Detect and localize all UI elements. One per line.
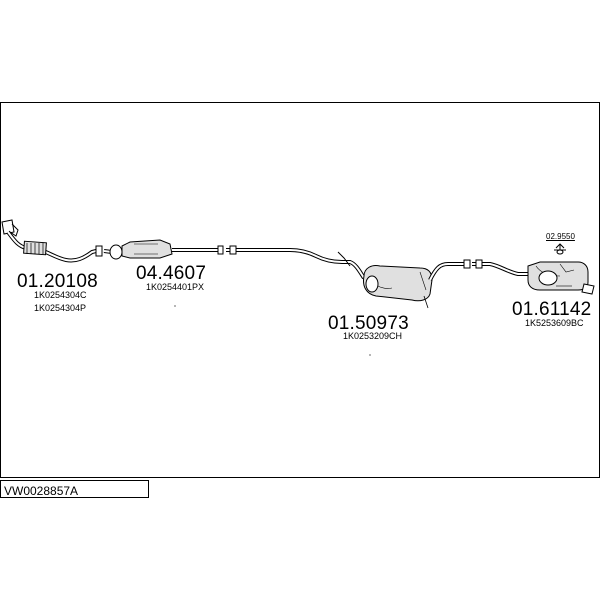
part-number-catalyst: 04.4607 xyxy=(136,263,207,284)
ref-front-pipe-1: 1K0254304C xyxy=(34,290,87,300)
mounting-kit-part xyxy=(554,243,566,255)
ref-front-pipe-2: 1K0254304P xyxy=(34,303,87,313)
part-number-front-pipe: 01.20108 xyxy=(17,271,98,292)
part-number-center-silencer: 01.50973 xyxy=(328,313,409,334)
part-number-rear-silencer: 01.61142 xyxy=(512,299,592,320)
catalyst-part xyxy=(103,239,224,260)
speck xyxy=(174,305,176,307)
speck xyxy=(369,354,371,356)
assembly-code: VW0028857A xyxy=(4,484,79,498)
assembly-code-box: VW0028857A xyxy=(0,480,149,498)
ref-catalyst-1: 1K0254401PX xyxy=(146,282,205,292)
center-silencer-part xyxy=(226,245,471,309)
ref-rear-silencer-1: 1K5253609BC xyxy=(525,318,584,328)
ref-center-silencer-1: 1K0253209CH xyxy=(343,331,403,341)
front-pipe-part xyxy=(1,219,103,263)
rear-silencer-part xyxy=(472,259,595,295)
part-number-mounting-kit: 02.9550 xyxy=(546,232,575,241)
